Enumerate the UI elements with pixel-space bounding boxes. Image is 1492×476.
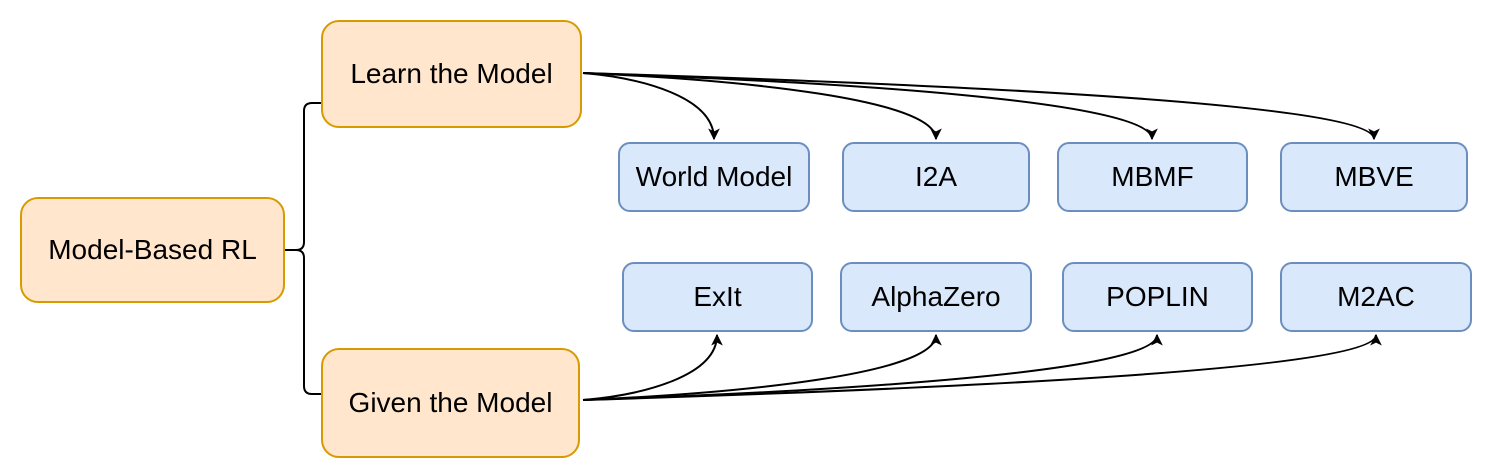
node-label: I2A bbox=[914, 161, 958, 193]
node-poplin: POPLIN bbox=[1062, 262, 1253, 332]
node-model-based-rl: Model-Based RL bbox=[20, 197, 285, 303]
node-label: World Model bbox=[635, 161, 793, 193]
node-label: MBVE bbox=[1334, 161, 1414, 193]
node-exit: ExIt bbox=[622, 262, 813, 332]
edge-learn-to-i2a bbox=[582, 72, 942, 141]
node-label: AlphaZero bbox=[871, 281, 1001, 313]
edge-given-to-m2ac bbox=[582, 333, 1382, 401]
node-m2ac: M2AC bbox=[1280, 262, 1472, 332]
node-label: Given the Model bbox=[348, 387, 553, 419]
edge-given-to-exit bbox=[582, 333, 723, 401]
node-label: Model-Based RL bbox=[48, 234, 257, 266]
node-mbve: MBVE bbox=[1280, 142, 1468, 212]
node-i2a: I2A bbox=[842, 142, 1030, 212]
node-alphazero: AlphaZero bbox=[840, 262, 1032, 332]
node-label: MBMF bbox=[1111, 161, 1194, 193]
node-world-model: World Model bbox=[618, 142, 810, 212]
edge-root-to-learn bbox=[285, 102, 321, 251]
node-label: Learn the Model bbox=[350, 58, 553, 90]
node-mbmf: MBMF bbox=[1057, 142, 1248, 212]
node-given-the-model: Given the Model bbox=[321, 348, 580, 458]
edge-learn-to-world-model bbox=[582, 72, 720, 141]
node-label: M2AC bbox=[1337, 281, 1415, 313]
node-label: POPLIN bbox=[1106, 281, 1209, 313]
edge-learn-to-mbve bbox=[582, 72, 1380, 141]
edge-given-to-alphazero bbox=[582, 333, 942, 401]
node-label: ExIt bbox=[693, 281, 742, 313]
node-learn-the-model: Learn the Model bbox=[321, 20, 582, 128]
edge-root-to-given bbox=[285, 249, 321, 395]
